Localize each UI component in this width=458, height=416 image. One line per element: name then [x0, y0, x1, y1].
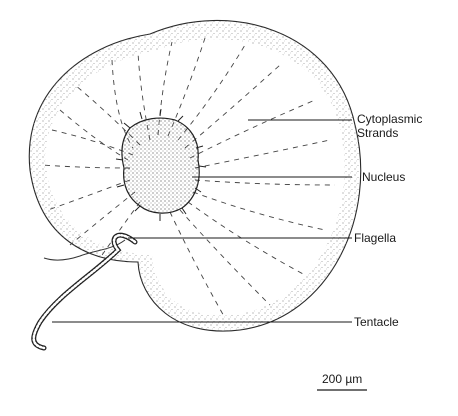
nucleus	[122, 118, 199, 213]
scale-bar-label: 200 µm	[322, 372, 362, 386]
label-cytoplasmic-line2: Strands	[357, 126, 422, 140]
label-flagella: Flagella	[354, 231, 396, 245]
label-tentacle: Tentacle	[354, 315, 399, 329]
label-nucleus: Nucleus	[362, 170, 405, 184]
label-cytoplasmic-strands: Cytoplasmic Strands	[357, 112, 422, 140]
label-cytoplasmic-line1: Cytoplasmic	[357, 112, 422, 126]
